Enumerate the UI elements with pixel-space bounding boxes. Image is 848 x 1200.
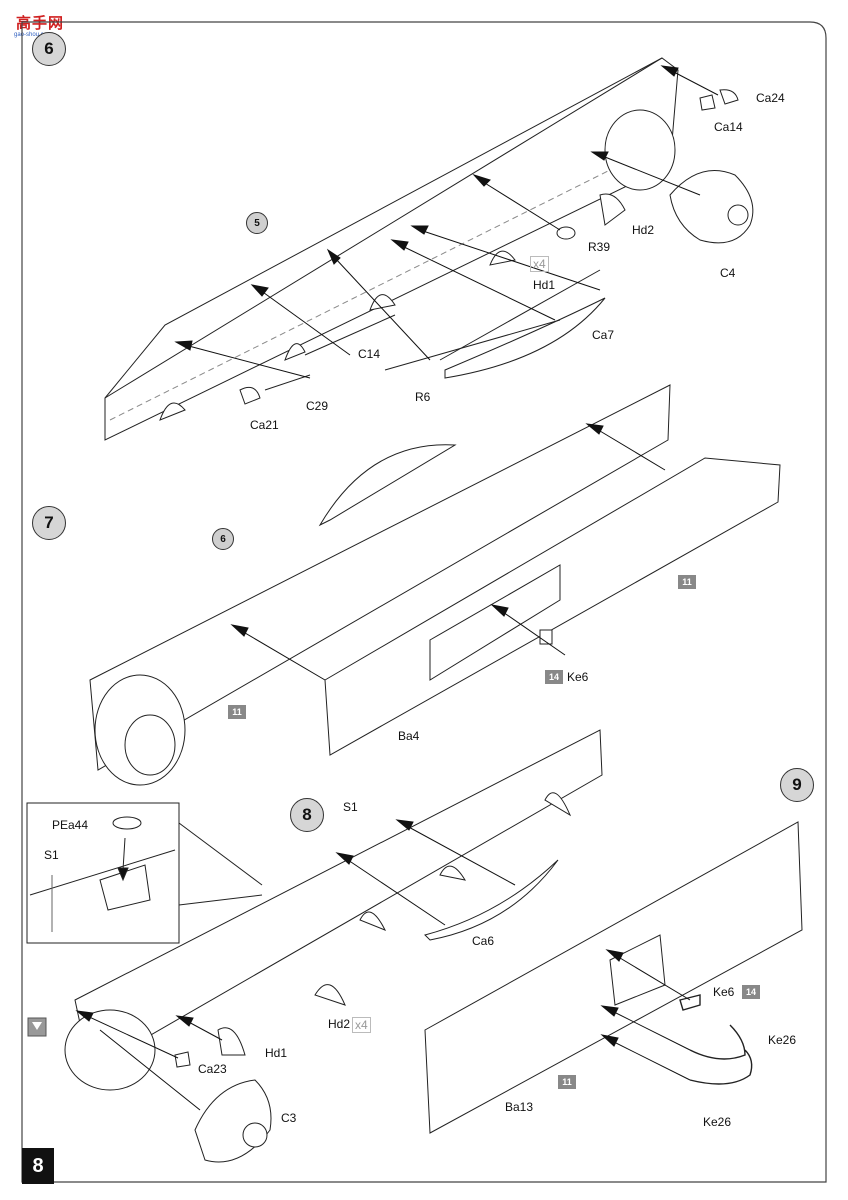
- step6-qty-badge: x4: [530, 256, 549, 272]
- step6-label-r39: R39: [588, 240, 611, 254]
- step7-label-ba4: Ba4: [398, 729, 420, 743]
- page-number: 8: [22, 1148, 54, 1184]
- step-7-number: 7: [32, 506, 66, 540]
- step7-ref-box-11a: 11: [678, 575, 696, 589]
- step9-label-ba13: Ba13: [505, 1100, 534, 1114]
- step6-label-c4: C4: [720, 266, 736, 280]
- step8-label-s1: S1: [343, 800, 358, 814]
- watermark-logo: 高手网 gao-shou.com: [6, 6, 76, 40]
- step-8-number: 8: [290, 798, 324, 832]
- step6-label-c29: C29: [306, 399, 329, 413]
- step9-ref-box-14: 14: [742, 985, 760, 999]
- inset-label-s1: S1: [44, 848, 59, 862]
- step6-ref-circle: 5: [246, 212, 268, 234]
- step8-leader-arrows: [75, 819, 516, 1111]
- step7-plate-ba4: [324, 457, 781, 756]
- step-6-number: 6: [32, 32, 66, 66]
- step6-label-hd2: Hd2: [632, 223, 655, 237]
- step6-label-r6: R6: [415, 390, 431, 404]
- inset-label-pea44: PEa44: [52, 818, 89, 832]
- step8-inset: [26, 802, 263, 944]
- step7-label-ke6: Ke6: [567, 670, 589, 684]
- step8-label-hd1: Hd1: [265, 1046, 288, 1060]
- step8-qty-badge: x4: [352, 1017, 371, 1033]
- step8-label-ca6: Ca6: [472, 934, 495, 948]
- step8-hull-side: [64, 729, 603, 1091]
- step6-label-ca24: Ca24: [756, 91, 785, 105]
- step9-parts: [679, 994, 753, 1085]
- watermark-text: 高手网: [16, 15, 65, 32]
- direction-marker-icon: [27, 1017, 47, 1037]
- watermark-subtext: gao-shou.com: [14, 32, 53, 38]
- step9-leader-arrows: [600, 949, 691, 1081]
- step-9-number: 9: [780, 768, 814, 802]
- step6-parts: [239, 89, 754, 405]
- step7-ref-circle: 6: [212, 528, 234, 550]
- step9-label-ke6: Ke6: [713, 985, 735, 999]
- step8-parts: [174, 859, 559, 1163]
- step9-plate-ba13: [424, 821, 803, 1134]
- step7-hull-side: [89, 384, 671, 786]
- step7-ref-box-14: 14: [545, 670, 563, 684]
- step9-ref-box-11: 11: [558, 1075, 576, 1089]
- step6-label-ca21: Ca21: [250, 418, 279, 432]
- step7-leader-arrows: [230, 423, 666, 681]
- step9-label-ke26b: Ke26: [703, 1115, 732, 1129]
- step6-label-ca7: Ca7: [592, 328, 615, 342]
- step6-label-ca14: Ca14: [714, 120, 743, 134]
- step6-leader-arrows: [174, 65, 719, 379]
- step8-label-ca23: Ca23: [198, 1062, 227, 1076]
- step8-label-hd2: Hd2: [328, 1017, 351, 1031]
- step7-ref-box-11b: 11: [228, 705, 246, 719]
- step6-label-hd1: Hd1: [533, 278, 556, 292]
- step6-hull-side: [104, 57, 679, 441]
- step6-label-c14: C14: [358, 347, 381, 361]
- step9-label-ke26a: Ke26: [768, 1033, 797, 1047]
- step8-label-c3: C3: [281, 1111, 297, 1125]
